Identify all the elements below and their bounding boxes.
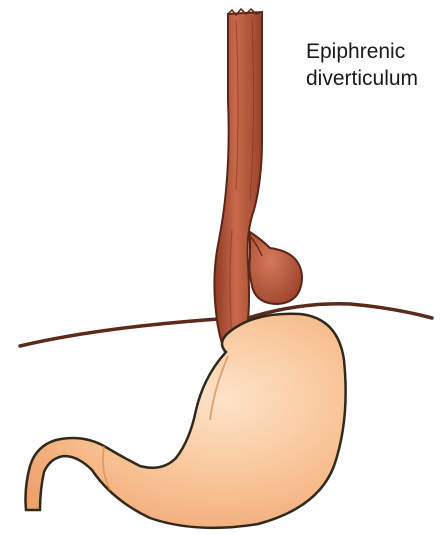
label-line-2: diverticulum (306, 65, 446, 92)
esophagus (214, 12, 262, 355)
diverticulum-label: Epiphrenic diverticulum (306, 38, 446, 92)
label-line-1: Epiphrenic (306, 38, 446, 65)
stomach (26, 314, 346, 528)
diverticulum-pouch (249, 232, 302, 304)
